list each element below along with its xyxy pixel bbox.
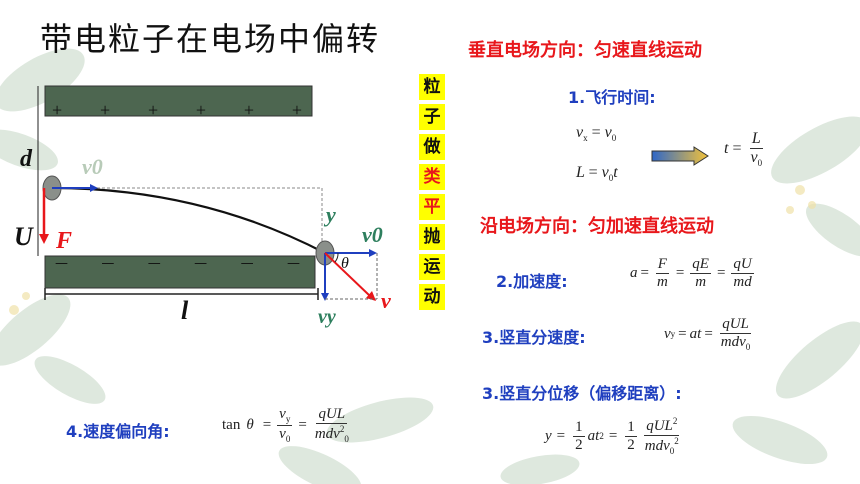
vertical-char: 平 xyxy=(419,194,445,220)
label-vy: vy xyxy=(318,306,336,328)
flight-time-label: 1.飞行时间: xyxy=(568,88,656,107)
label-U: U xyxy=(14,222,33,251)
plus-sign: + xyxy=(99,100,111,120)
page-title: 带电粒子在电场中偏转 xyxy=(40,20,381,58)
label-d: d xyxy=(20,146,32,172)
vertical-char: 粒 xyxy=(419,74,445,100)
displacement-label: 3.竖直分位移（偏移距离）: xyxy=(482,384,682,403)
implies-arrow-icon xyxy=(651,146,709,166)
positive-plate xyxy=(44,85,313,117)
acceleration-label: 2.加速度: xyxy=(496,272,568,291)
plus-sign: + xyxy=(147,100,159,120)
plus-signs: + + + + + + xyxy=(52,100,302,121)
minus-sign: — xyxy=(194,256,208,271)
particle-trajectory xyxy=(51,186,326,254)
label-F: F xyxy=(56,228,73,254)
vertical-char: 做 xyxy=(419,134,445,160)
section2-heading: 沿电场方向：匀加速直线运动 xyxy=(480,216,714,237)
label-y: y xyxy=(326,202,336,227)
plus-sign: + xyxy=(291,100,302,120)
label-l: l xyxy=(181,296,189,325)
minus-sign: — xyxy=(101,256,115,271)
minus-sign: — xyxy=(286,256,300,271)
formula-vx: vx = v0 xyxy=(576,124,617,144)
vertical-char: 类 xyxy=(419,164,445,190)
plus-sign: + xyxy=(195,100,207,120)
minus-signs: — — — — — — xyxy=(55,256,300,271)
label-theta: θ xyxy=(341,255,349,272)
section1-heading: 垂直电场方向：匀速直线运动 xyxy=(468,40,702,61)
minus-sign: — xyxy=(55,256,68,271)
formula-L: L = v0t xyxy=(576,164,618,184)
deflection-angle-label: 4.速度偏向角: xyxy=(66,422,170,441)
label-v0-exit: v0 xyxy=(362,222,383,247)
deflection-diagram xyxy=(37,85,378,301)
plus-sign: + xyxy=(243,100,255,120)
negative-plate xyxy=(44,255,316,289)
vertical-velocity-label: 3.竖直分速度: xyxy=(482,328,586,347)
vertical-char: 运 xyxy=(419,254,445,280)
vertical-char: 动 xyxy=(419,284,445,310)
vertical-title: 粒 子 做 类 平 抛 运 动 xyxy=(419,74,445,314)
vertical-char: 抛 xyxy=(419,224,445,250)
minus-sign: — xyxy=(240,256,254,271)
minus-sign: — xyxy=(147,256,161,271)
vertical-char: 子 xyxy=(419,104,445,130)
label-v0-entry: v0 xyxy=(82,154,103,179)
label-v: v xyxy=(381,288,391,313)
plus-sign: + xyxy=(52,100,63,120)
